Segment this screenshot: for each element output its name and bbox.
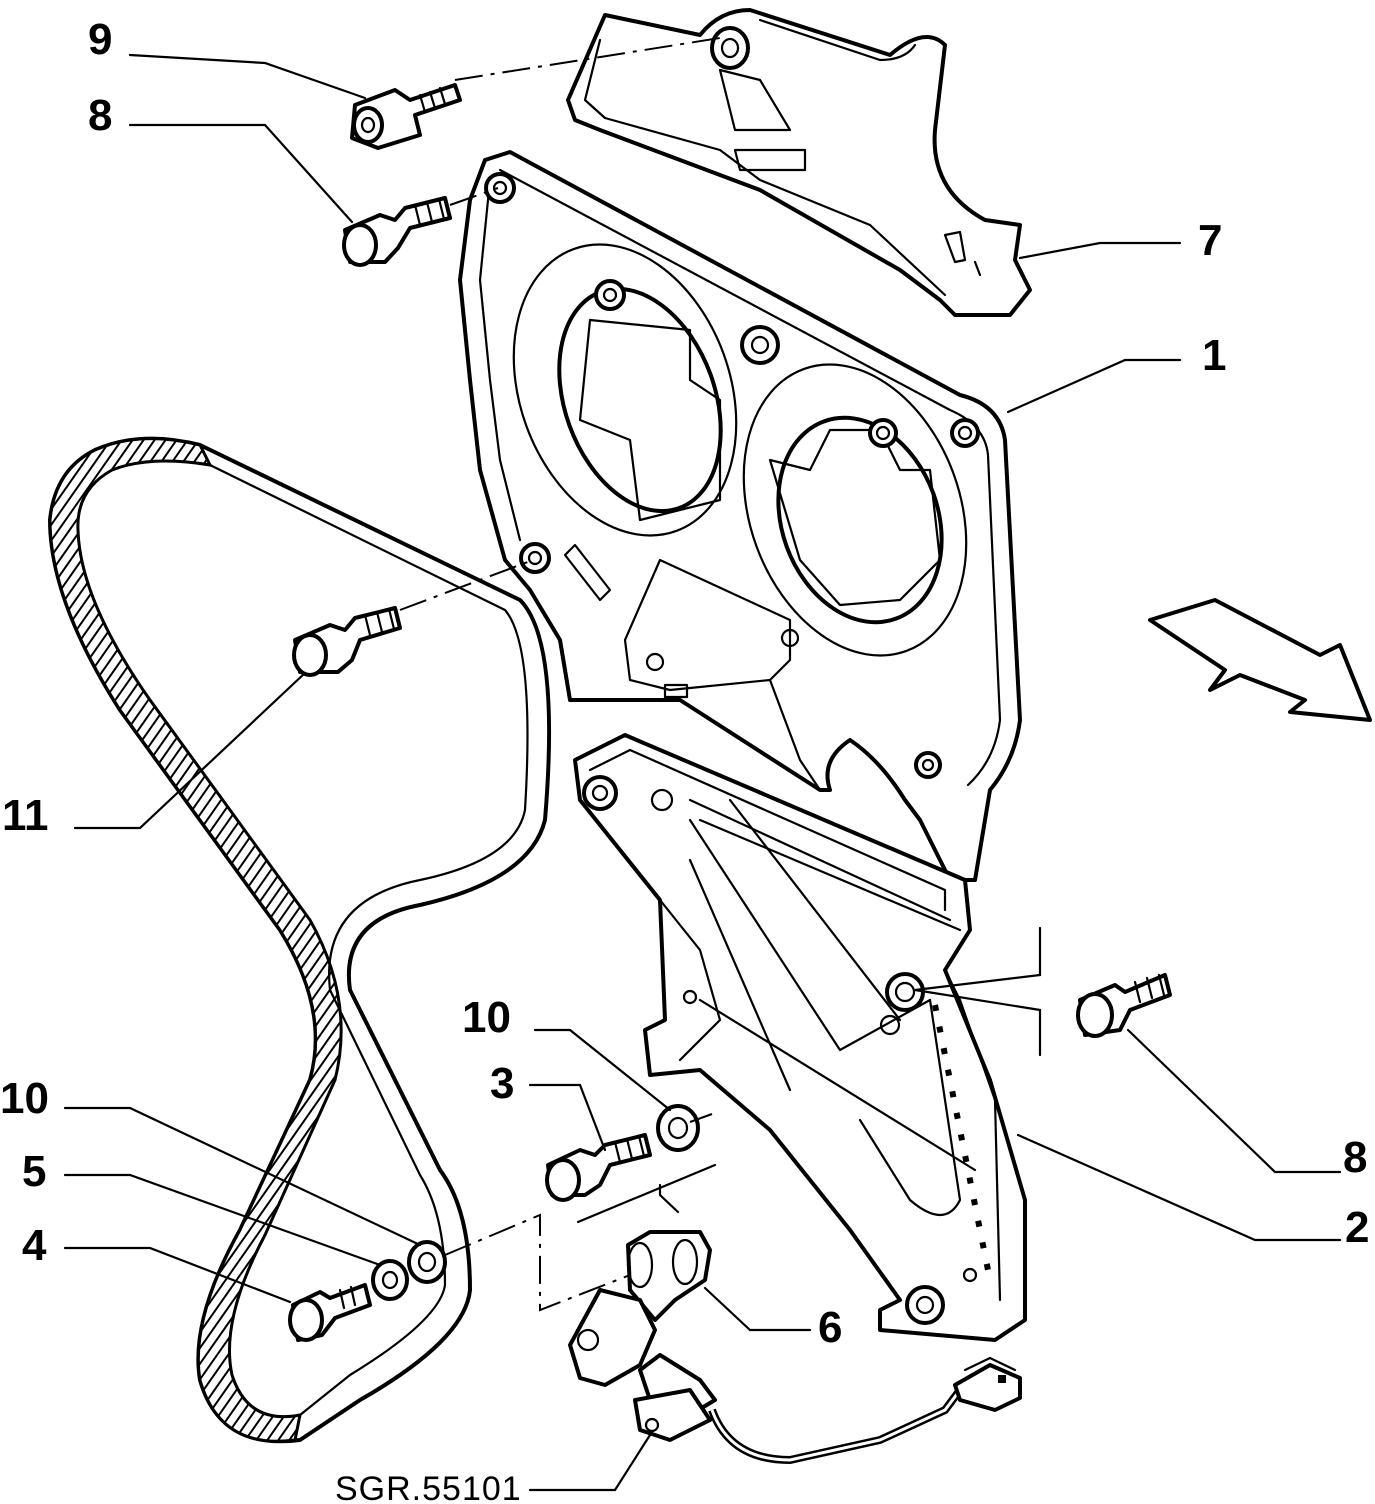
washer-part-5 xyxy=(371,1259,409,1301)
spacer-stud-part-9 xyxy=(350,83,462,150)
upper-cover-part-7 xyxy=(566,8,1032,317)
bolt-part-8-upper xyxy=(342,196,452,267)
callout-1: 1 xyxy=(1202,331,1226,380)
callout-8-top: 8 xyxy=(88,91,112,140)
callout-labels: 9 8 7 1 11 10 3 8 10 5 4 2 6 SGR.55101 xyxy=(0,15,1369,1504)
callout-9: 9 xyxy=(88,15,112,64)
callout-10-upper: 10 xyxy=(462,993,511,1042)
sensor-with-cable xyxy=(568,1288,1022,1465)
callout-7: 7 xyxy=(1198,216,1222,265)
timing-belt xyxy=(48,436,552,1444)
callout-5: 5 xyxy=(22,1147,46,1196)
callout-6: 6 xyxy=(818,1303,842,1352)
leader-lines xyxy=(63,53,1342,1492)
callout-8-right: 8 xyxy=(1343,1133,1367,1182)
callout-11: 11 xyxy=(2,791,49,840)
washer-part-10-upper xyxy=(656,1104,700,1152)
bolt-part-3 xyxy=(545,1133,652,1202)
callout-4: 4 xyxy=(22,1221,47,1270)
callout-10-lower: 10 xyxy=(0,1074,49,1123)
assembly-lines xyxy=(399,37,721,1312)
direction-arrow-icon xyxy=(1148,598,1372,722)
callout-3: 3 xyxy=(490,1059,514,1108)
reference-code: SGR.55101 xyxy=(335,1470,522,1504)
bolt-part-8-right xyxy=(1076,973,1172,1038)
main-cover-part-1 xyxy=(458,150,1022,882)
bolt-part-11 xyxy=(292,606,402,677)
callout-2: 2 xyxy=(1345,1203,1369,1252)
lower-cover-part-2 xyxy=(573,733,1027,1342)
bolt-part-4 xyxy=(288,1283,372,1342)
washer-part-10-lower xyxy=(407,1240,447,1284)
